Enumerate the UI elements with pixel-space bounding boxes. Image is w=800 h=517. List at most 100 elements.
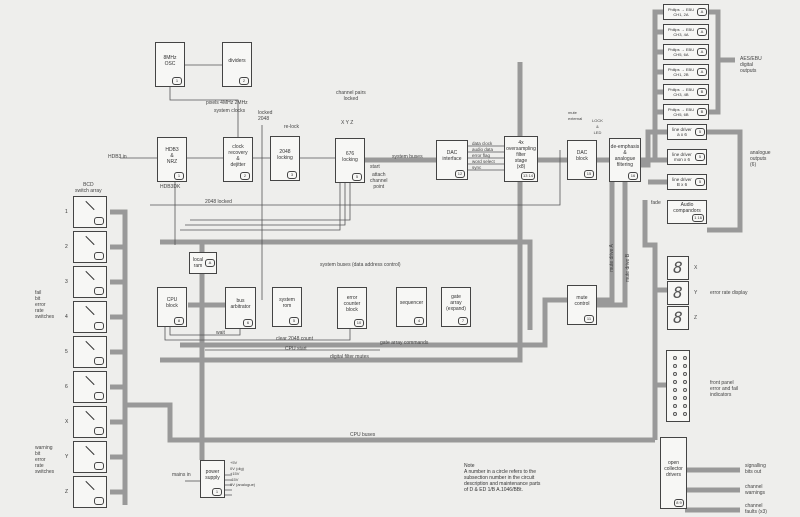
subsection-number: B bbox=[697, 88, 707, 96]
subsection-number: 1 bbox=[212, 488, 222, 496]
digit-y-label: Y bbox=[694, 290, 698, 296]
front-panel-indicators bbox=[666, 350, 690, 422]
gate-array-block: gate array (expand)7 bbox=[441, 287, 471, 327]
subsection-number-icon bbox=[94, 357, 104, 365]
subsection-number: 10 bbox=[354, 319, 364, 327]
subsection-number-icon bbox=[94, 497, 104, 505]
note-text: A number in a circle refers to the subse… bbox=[464, 469, 541, 493]
subsection-number: A bbox=[697, 28, 707, 36]
block-label: local ram bbox=[192, 257, 204, 269]
attach-channel-label: attach channel point bbox=[370, 172, 388, 190]
relock-label: re-lock bbox=[284, 124, 300, 130]
fail-switches-label: fail bit error rate switches bbox=[35, 290, 55, 320]
indicator-led-icon bbox=[683, 388, 687, 392]
subsection-number: 8 9 bbox=[674, 499, 684, 507]
mute-external-label: mute external bbox=[568, 110, 583, 121]
indicator-led-icon bbox=[683, 412, 687, 416]
subsection-number: 15 bbox=[584, 170, 594, 178]
locked-2048-label: locked 2048 bbox=[258, 110, 273, 122]
subsection-number: 16 bbox=[628, 172, 638, 180]
xyz-led-label: X Y Z bbox=[341, 120, 354, 126]
bcd-rotary-switch[interactable]: 3 bbox=[65, 266, 107, 298]
subsection-number-icon bbox=[94, 427, 104, 435]
system-buses-mid-label: system buses (data address control) bbox=[320, 262, 401, 268]
switch-pointer-icon bbox=[85, 480, 95, 491]
switch-index-label: Z bbox=[65, 489, 69, 495]
subsection-number: A bbox=[697, 48, 707, 56]
error-rate-digit-y: 8 bbox=[667, 281, 689, 305]
subsection-number-icon bbox=[94, 217, 104, 225]
dac-signals-label: data clock audio data error flag word se… bbox=[472, 141, 495, 170]
bcd-rotary-switch[interactable]: 5 bbox=[65, 336, 107, 368]
buses bbox=[110, 9, 743, 513]
indicator-led-icon bbox=[673, 412, 677, 416]
mute-drive-b-label: mute drive B bbox=[625, 253, 632, 283]
subsection-number: 5 bbox=[695, 153, 705, 161]
subsection-number-icon bbox=[94, 322, 104, 330]
dac-block: DAC block 15 bbox=[567, 140, 597, 180]
start-label: start bbox=[370, 164, 380, 170]
front-panel-label: front panel error and fail indicators bbox=[710, 380, 739, 398]
indicator-led-icon bbox=[683, 404, 687, 408]
digit-z-label: Z bbox=[694, 315, 698, 321]
note: Note A number in a circle refers to the … bbox=[464, 463, 544, 493]
bcd-rotary-switch[interactable]: 2 bbox=[65, 231, 107, 263]
switch-index-label: 5 bbox=[65, 349, 68, 355]
indicator-led-icon bbox=[673, 388, 677, 392]
block-label: 4x oversampling filter stage (x8) bbox=[506, 140, 536, 170]
bcd-rotary-switch[interactable]: 4 bbox=[65, 301, 107, 333]
supply-rails-label: +5V 0V (dig) +15V -15V 0V (analogue) bbox=[230, 460, 256, 487]
block-label: system rom bbox=[279, 297, 295, 309]
clear-2048-label: clear 2048 count bbox=[276, 336, 313, 342]
block-label: Philips → EBU CH1, 2B bbox=[667, 67, 695, 77]
digit-x-label: X bbox=[694, 265, 698, 271]
switch-index-label: 4 bbox=[65, 314, 68, 320]
subsection-number: 3 bbox=[287, 171, 297, 179]
indicator-led-icon bbox=[683, 396, 687, 400]
bcd-rotary-switch[interactable]: 6 bbox=[65, 371, 107, 403]
indicator-led-icon bbox=[673, 372, 677, 376]
bcd-rotary-switch[interactable]: Z bbox=[65, 476, 107, 508]
switch-index-label: 3 bbox=[65, 279, 68, 285]
subsection-number: 6 bbox=[243, 319, 253, 327]
block-label: 2048 locking bbox=[277, 148, 293, 161]
bcd-rotary-switch[interactable]: Y bbox=[65, 441, 107, 473]
subsection-number: 12 bbox=[455, 170, 465, 178]
system-buses-top-label: system buses bbox=[392, 154, 423, 160]
bcd-rotary-switch[interactable]: 1 bbox=[65, 196, 107, 228]
subsection-number: A bbox=[697, 8, 707, 16]
block-label: line driver B x 6 bbox=[672, 176, 692, 188]
block-label: 676 locking bbox=[342, 150, 358, 163]
676-locking-block: 676 locking 5 bbox=[335, 138, 365, 183]
subsection-number: 5 bbox=[352, 173, 362, 181]
block-label: DAC block bbox=[576, 150, 588, 162]
block-label: Audio compandors bbox=[673, 202, 701, 214]
switch-pointer-icon bbox=[85, 270, 95, 281]
switch-pointer-icon bbox=[85, 410, 95, 421]
error-rate-digit-x: 8 bbox=[667, 256, 689, 280]
block-label: gate array (expand) bbox=[446, 294, 466, 312]
aes-outputs-label: AES/EBU digital outputs bbox=[740, 56, 762, 74]
bcd-rotary-switch[interactable]: X bbox=[65, 406, 107, 438]
indicator-led-icon bbox=[673, 396, 677, 400]
subsection-number-icon bbox=[94, 462, 104, 470]
switch-pointer-icon bbox=[85, 305, 95, 316]
switch-pointer-icon bbox=[85, 340, 95, 351]
indicator-led-icon bbox=[673, 356, 677, 360]
